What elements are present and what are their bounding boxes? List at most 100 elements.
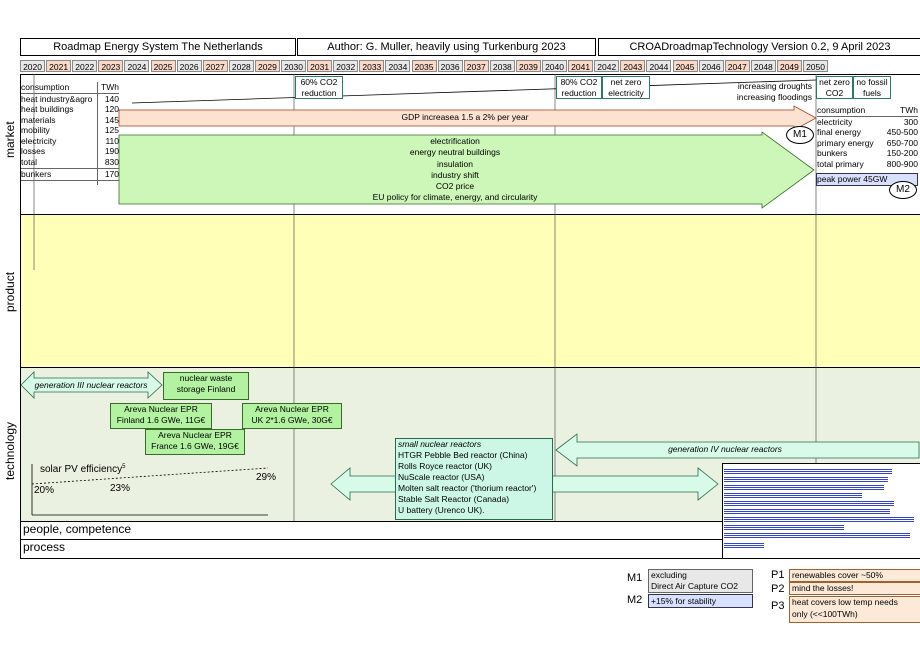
marker-m2: M2: [889, 181, 917, 199]
legend-m2-key: M2: [627, 594, 643, 606]
legend-m1-line1: excluding: [651, 570, 687, 580]
consumption-2020-row: total 830: [21, 157, 119, 168]
consumption-2050-header: consumption: [817, 105, 866, 115]
year-2029: 2029: [254, 60, 280, 72]
solar-pv-chart: [31, 464, 269, 516]
small-reactor-item: Rolls Royce reactor (UK): [398, 461, 492, 471]
floodings-label: increasing floodings: [736, 91, 812, 102]
consumption-2050-value: 650-700: [886, 137, 918, 148]
consumption-2020-unit: TWh: [101, 82, 119, 92]
year-2047: 2047: [724, 60, 750, 72]
year-2032: 2032: [333, 60, 359, 72]
author-label: Author: G. Muller, heavily using Turkenb…: [297, 38, 596, 56]
small-reactor-item: HTGR Pebble Bed reactor (China): [398, 450, 528, 460]
epr-france-line2: France 1.6 GWe, 19G€: [151, 441, 239, 451]
epr-finland-line2: Finland 1.6 GWe, 11G€: [116, 415, 206, 425]
consumption-2020-value: 125: [104, 125, 119, 135]
small-reactor-item: NuScale reactor (USA): [398, 472, 485, 482]
consumption-2020-label: heat buildings: [21, 104, 74, 114]
year-2049: 2049: [776, 60, 802, 72]
epr-uk-line2: UK 2*1.6 GWe, 30G€: [251, 415, 333, 425]
solar-pv-2020: 20%: [34, 485, 55, 496]
hatched-bar: [724, 484, 884, 490]
legend-m1-key: M1: [627, 572, 643, 584]
hatched-bar: [724, 516, 914, 522]
hatched-bar: [724, 492, 862, 498]
marker-m1: M1: [786, 126, 814, 144]
legend-m2-box: +15% for stability: [648, 594, 753, 608]
driver-item: electrification: [430, 136, 480, 146]
legend-p3-line2: only (<<100TWh): [792, 608, 858, 619]
driver-item: insulation: [437, 158, 473, 169]
epr-france-line1: Areva Nuclear EPR: [158, 430, 232, 440]
year-2027: 2027: [202, 60, 228, 72]
year-2021: 2021: [46, 60, 72, 72]
nuclear-waste-box: nuclear waste storage Finland: [163, 372, 249, 400]
product-band: [20, 214, 920, 369]
small-reactors-box: small nuclear reactors HTGR Pebble Bed r…: [395, 438, 553, 520]
climate-effects: increasing droughts increasing floodings: [722, 81, 812, 102]
year-2037: 2037: [463, 60, 489, 72]
year-2028: 2028: [228, 60, 254, 72]
solar-pv-2030: 29%: [256, 472, 277, 483]
process-band: [20, 539, 920, 559]
hatched-bar: [724, 476, 888, 482]
year-2038: 2038: [489, 60, 515, 72]
droughts-label: increasing droughts: [737, 81, 812, 91]
milestone-net-zero-co2: net zero CO2: [816, 76, 853, 99]
driver-item: EU policy for climate, energy, and circu…: [372, 192, 538, 203]
consumption-2020-value: 190: [104, 146, 119, 156]
gdp-arrow-label: GDP increasea 1.5 a 2% per year: [401, 112, 529, 122]
year-2025: 2025: [150, 60, 176, 72]
consumption-2020-label: total: [21, 156, 38, 167]
legend-p1-key: P1: [771, 569, 785, 581]
year-2042: 2042: [594, 60, 620, 72]
consumption-2020-value: 830: [104, 156, 119, 167]
legend-p3-box: heat covers low temp needs only (<<100TW…: [789, 596, 920, 623]
driver-item: CO2 price: [435, 181, 475, 192]
drivers-arrow: [118, 131, 815, 209]
consumption-2050-value: 800-900: [886, 158, 918, 169]
year-2031: 2031: [307, 60, 333, 72]
year-2024: 2024: [124, 60, 150, 72]
hatched-bar: [724, 542, 764, 548]
consumption-2050-label: primary energy: [817, 137, 874, 148]
small-reactor-item: Stable Salt Reactor (Canada): [398, 494, 510, 504]
gdp-arrow: [118, 105, 817, 131]
year-2044: 2044: [646, 60, 672, 72]
year-2035: 2035: [411, 60, 437, 72]
milestone-co2-80: 80% CO2 reduction: [556, 76, 602, 99]
year-2048: 2048: [750, 60, 776, 72]
year-2023: 2023: [98, 60, 124, 72]
consumption-2020-value: 140: [104, 93, 119, 104]
epr-finland-line1: Areva Nuclear EPR: [124, 404, 198, 414]
legend-p2-key: P2: [771, 583, 785, 595]
consumption-2050-value: 450-500: [886, 127, 918, 137]
year-2045: 2045: [672, 60, 698, 72]
year-2033: 2033: [359, 60, 385, 72]
consumption-2020-header: consumption: [21, 82, 70, 92]
year-2041: 2041: [568, 60, 594, 72]
consumption-2050-value: 150-200: [886, 148, 918, 158]
table-divider: [97, 82, 98, 185]
year-2043: 2043: [620, 60, 646, 72]
gen3-label: generation III nuclear reactors: [34, 380, 148, 390]
year-2040: 2040: [542, 60, 568, 72]
legend-p1-box: renewables cover ~50%: [789, 569, 920, 582]
version-label: CROADroadmapTechnology Version 0.2, 9 Ap…: [598, 38, 920, 56]
hatched-bar: [724, 468, 892, 474]
gen3-arrow: [20, 371, 163, 399]
legend-m1-box: excluding Direct Air Capture CO2: [648, 569, 753, 593]
year-2026: 2026: [176, 60, 202, 72]
year-2036: 2036: [437, 60, 463, 72]
epr-france-box: Areva Nuclear EPR France 1.6 GWe, 19G€: [145, 429, 245, 455]
epr-uk-box: Areva Nuclear EPR UK 2*1.6 GWe, 30G€: [242, 403, 342, 429]
